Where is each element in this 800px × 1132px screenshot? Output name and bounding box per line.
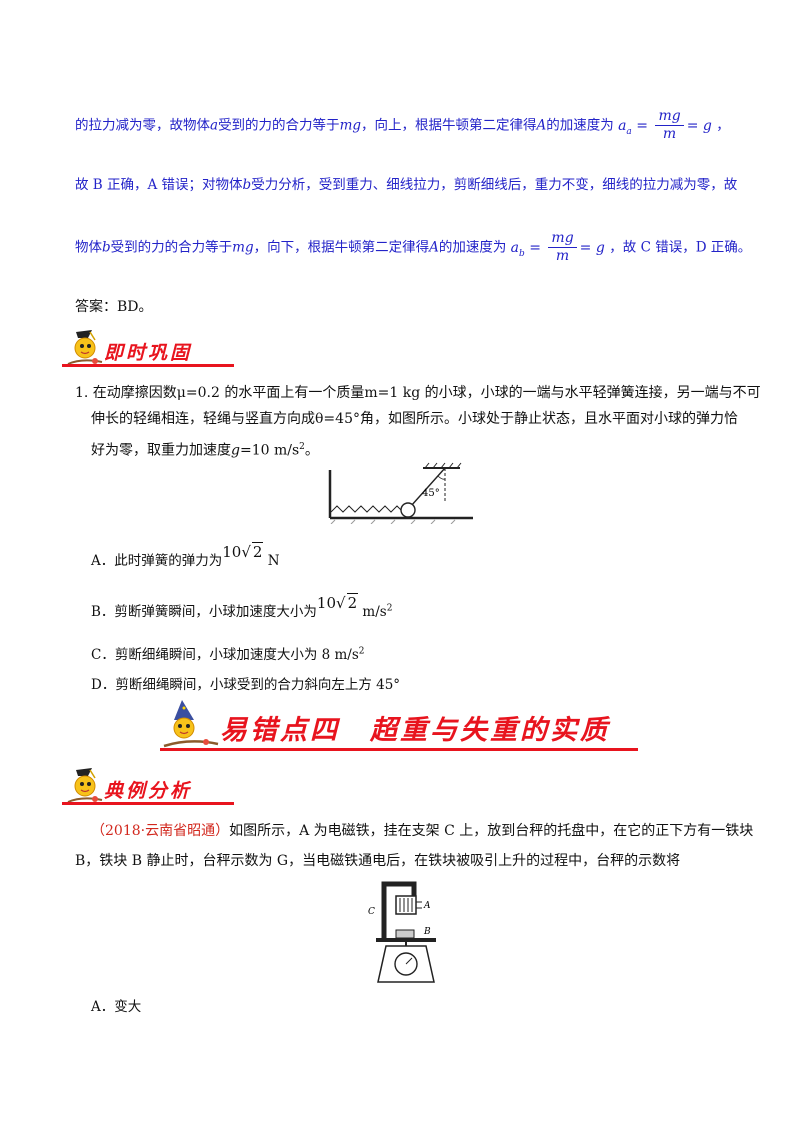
eq-sub: a <box>626 126 632 137</box>
option-d: D．剪断细绳瞬间，小球受到的合力斜向左上方 45° <box>91 677 401 693</box>
superscript: 2 <box>299 442 305 452</box>
question-line-1: 1. 在动摩擦因数μ=0.2 的水平面上有一个质量m=1 kg 的小球，小球的一… <box>75 385 761 401</box>
radical-expr: 10√2 <box>222 542 264 561</box>
denominator: m <box>662 126 677 142</box>
question-line-3: 好为零，取重力加速度g=10 m/s2。 <box>91 434 319 464</box>
question-line-2: 伸长的轻绳相连，轻绳与竖直方向成θ=45°角，如图所示。小球处于静止状态，且水平… <box>91 411 738 427</box>
var-mg: mg <box>339 117 362 134</box>
text: ，故 C 错误，D 正确。 <box>609 239 752 256</box>
radicand: 2 <box>346 593 359 612</box>
text: =10 m/s <box>239 442 300 459</box>
eq-lhs: a <box>618 117 627 134</box>
text: B．剪断弹簧瞬间，小球加速度大小为 <box>91 604 317 620</box>
text: 受到的力的合力等于 <box>218 117 340 134</box>
heading-underline <box>160 748 638 751</box>
var-b: b <box>242 177 252 193</box>
mascot-icon <box>67 330 103 365</box>
wizard-mascot-icon <box>163 700 219 748</box>
eq-rhs: = g <box>686 117 712 134</box>
var-b: b <box>102 239 111 256</box>
text: ，向上，根据牛顿第二定律得 <box>361 117 537 134</box>
coefficient: 10 <box>222 543 242 561</box>
var-a: a <box>210 117 219 134</box>
text: ，向下，根据牛顿第二定律得 <box>253 239 430 256</box>
text: 的加速度为 <box>546 117 614 134</box>
unit: N <box>267 553 280 569</box>
option-c: C．剪断细绳瞬间，小球加速度大小为 8 m/s2 <box>91 643 365 664</box>
text: 。 <box>304 442 319 459</box>
section-title: 即时巩固 <box>104 342 193 364</box>
text: 受力分析，受到重力、细线拉力，剪断细线后，重力不变，细线的拉力减为零，故 <box>251 177 738 193</box>
label-B: B <box>423 927 431 937</box>
electromagnet-scale-figure: A C B <box>368 881 436 983</box>
text: C．剪断细绳瞬间，小球加速度大小为 8 m/s <box>91 647 359 663</box>
radicand: 2 <box>251 542 264 561</box>
section-heading-example: 典例分析 <box>62 766 242 808</box>
label-C: C <box>368 907 375 917</box>
option-b: B．剪断弹簧瞬间，小球加速度大小为10√2 m/s2 <box>91 593 393 620</box>
var-mg: mg <box>232 239 254 256</box>
option-a-2: A．变大 <box>91 999 142 1015</box>
example-line-1: （2018·云南省昭通）如图所示，A 为电磁铁，挂在支架 C 上，放到台秤的托盘… <box>91 818 753 844</box>
radical-expr: 10√2 <box>316 593 359 612</box>
heading-underline <box>62 364 234 367</box>
sqrt-sign: √ <box>336 594 346 612</box>
label-A: A <box>423 901 431 911</box>
var-A: A <box>536 117 547 134</box>
var-g: g <box>231 442 240 459</box>
eq-lhs: a <box>510 239 520 256</box>
option-a: A．此时弹簧的弹力为10√2 N <box>91 542 280 569</box>
numerator: mg <box>655 108 684 126</box>
eq-sub: b <box>519 248 525 259</box>
heading-underline <box>62 802 234 805</box>
spring-ball-figure: 45° <box>328 462 473 524</box>
eq-rhs: = g <box>579 239 605 256</box>
text: 受到的力的合力等于 <box>110 239 233 256</box>
text: ， <box>716 117 730 134</box>
section-heading-error-point: 易错点四 超重与失重的实质 <box>160 698 640 754</box>
angle-label: 45° <box>422 488 440 499</box>
solution-line-3: 物体b受到的力的合力等于mg，向下，根据牛顿第二定律得A的加速度为 ab = m… <box>75 230 751 265</box>
solution-line-1: 的拉力减为零，故物体a受到的力的合力等于mg，向上，根据牛顿第二定律得A的加速度… <box>75 108 730 143</box>
answer-text: 答案：BD。 <box>75 299 153 315</box>
sqrt-sign: √ <box>241 543 251 561</box>
mascot-icon <box>67 768 103 803</box>
section-title: 易错点四 超重与失重的实质 <box>220 715 610 746</box>
section-title: 典例分析 <box>104 780 193 802</box>
numerator: mg <box>548 230 577 248</box>
text: 的拉力减为零，故物体 <box>75 117 210 134</box>
section-heading-instant: 即时巩固 <box>62 328 242 370</box>
text: 故 B 正确，A 错误；对物体 <box>75 177 243 193</box>
solution-line-2: 故 B 正确，A 错误；对物体b受力分析，受到重力、细线拉力，剪断细线后，重力不… <box>75 173 737 193</box>
coefficient: 10 <box>316 594 337 612</box>
text: 好为零，取重力加速度 <box>91 442 231 459</box>
text: A．此时弹簧的弹力为 <box>91 553 223 569</box>
unit: m/s <box>362 604 387 620</box>
denominator: m <box>555 248 570 264</box>
text: 的加速度为 <box>438 239 507 256</box>
example-source: （2018·云南省昭通） <box>91 823 230 839</box>
text: 如图所示，A 为电磁铁，挂在支架 C 上，放到台秤的托盘中，在它的正下方有一铁块 <box>229 823 754 839</box>
var-A: A <box>429 239 439 256</box>
superscript: 2 <box>358 646 365 657</box>
example-line-2: B，铁块 B 静止时，台秤示数为 G，当电磁铁通电后，在铁块被吸引上升的过程中，… <box>75 853 681 869</box>
superscript: 2 <box>386 603 393 614</box>
text: 物体 <box>75 239 102 256</box>
